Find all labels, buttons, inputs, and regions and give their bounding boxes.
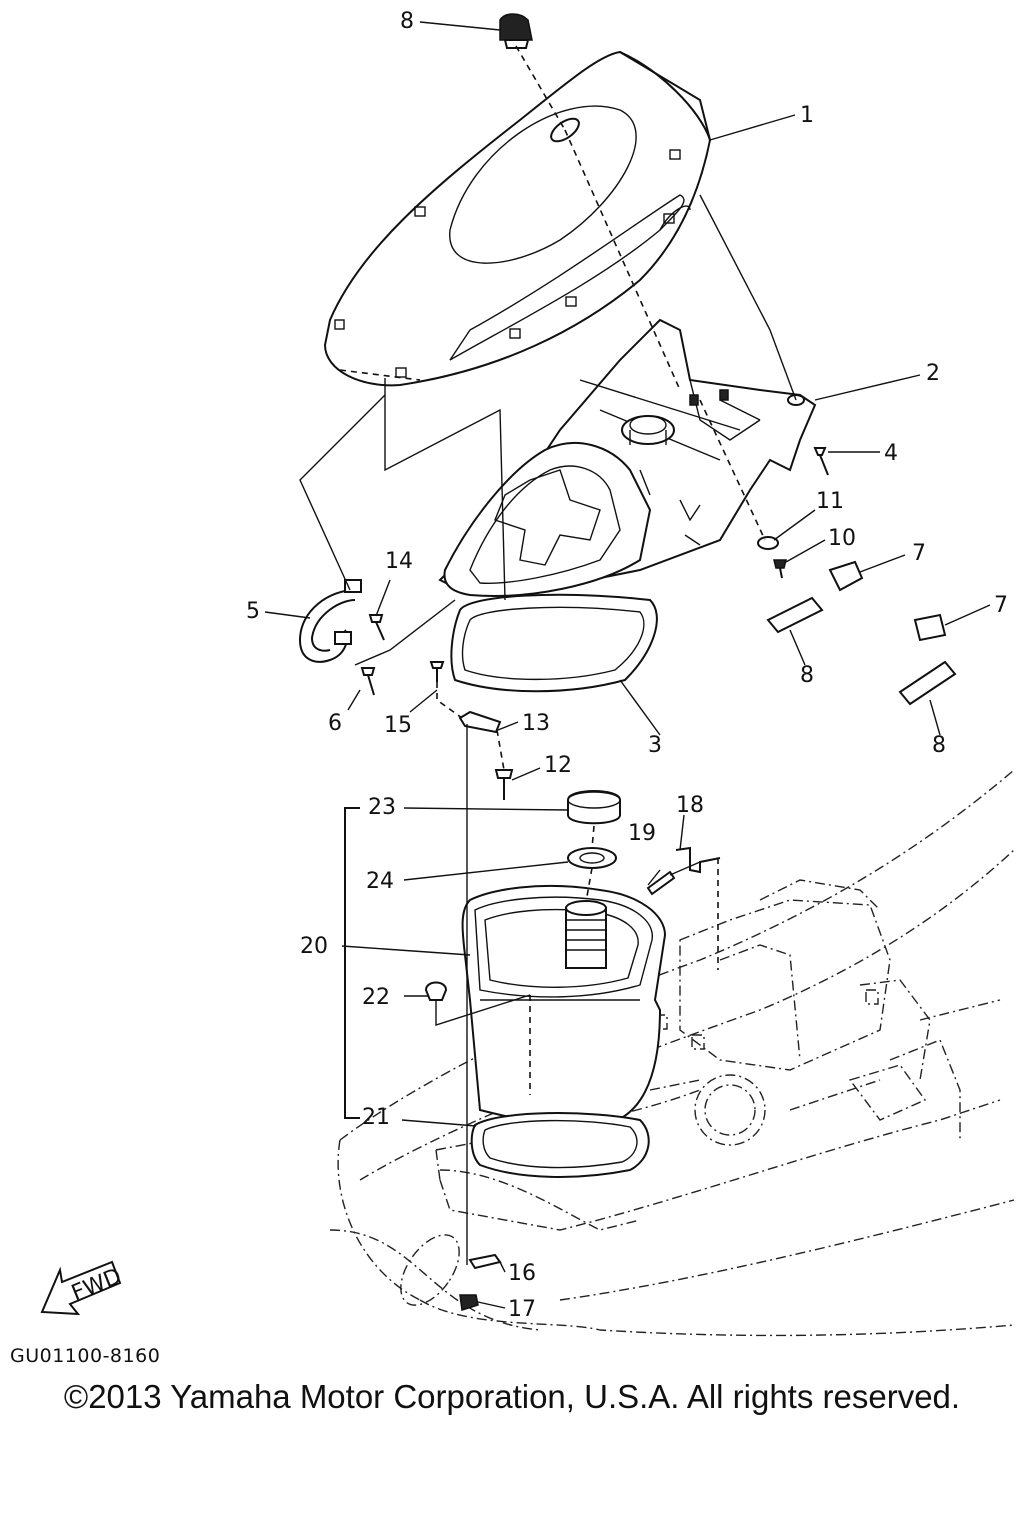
part-9-plug	[499, 13, 533, 41]
callout: 22	[362, 985, 390, 1010]
callout: 11	[816, 489, 844, 514]
callout: 18	[676, 793, 704, 818]
callout: 23	[368, 795, 396, 820]
callout: 16	[508, 1261, 536, 1286]
assembly-lines	[299, 45, 797, 1265]
hull-deck-outline	[329, 769, 1015, 1337]
callout: 5	[246, 599, 260, 624]
copyright-notice: ©2013 Yamaha Motor Corporation, U.S.A. A…	[63, 1378, 961, 1415]
callout: 8	[932, 733, 946, 758]
callout: 19	[628, 821, 656, 846]
part-3-gasket	[450, 593, 658, 693]
part-2-base-housing	[438, 318, 817, 597]
callout: 2	[926, 361, 940, 386]
exploded-parts-diagram: FWD 8 1 2 4 11 10 7 7 8 8 14 5 6 15 13 3…	[40, 9, 1015, 1337]
callout: 13	[522, 711, 550, 736]
callout: 17	[508, 1297, 536, 1322]
callout: 3	[648, 733, 662, 758]
part-5-strap	[298, 579, 362, 663]
callout: 15	[384, 713, 412, 738]
callout: 8	[800, 663, 814, 688]
callout: 7	[912, 541, 926, 566]
callout: 21	[362, 1105, 390, 1130]
leader-lines	[264, 21, 991, 1309]
figure-code: GU01100-8160	[10, 1345, 161, 1367]
callout: 7	[994, 593, 1008, 618]
callout: 4	[884, 441, 898, 466]
callout: 24	[366, 869, 394, 894]
part-1-hood-cover	[323, 50, 712, 387]
callout: 14	[385, 549, 413, 574]
callout: 10	[828, 526, 856, 551]
callout: 12	[544, 753, 572, 778]
callout: 1	[800, 103, 814, 128]
part-20-storage-tank	[461, 884, 667, 1128]
part-21-gasket	[470, 1112, 650, 1178]
callout: 20	[300, 934, 328, 959]
fwd-arrow: FWD	[40, 1260, 125, 1316]
callout-labels: 8 1 2 4 11 10 7 7 8 8 14 5 6 15 13 3 12 …	[246, 9, 1008, 1322]
callout: 6	[328, 711, 342, 736]
callout: 8	[400, 9, 414, 34]
